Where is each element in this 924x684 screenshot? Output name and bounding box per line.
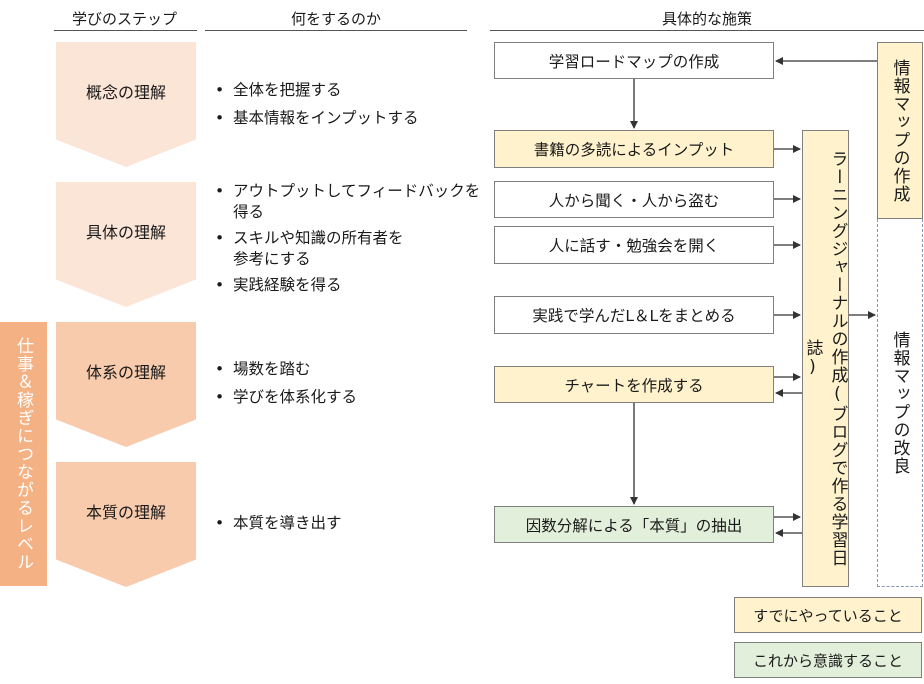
info-map-improve-box: 情報マップの改良 — [877, 219, 923, 587]
bullet-marker: • — [215, 182, 225, 200]
header-measures-underline — [490, 30, 924, 31]
list-item: • 基本情報をインプットする — [215, 108, 475, 129]
bullet-marker: • — [215, 387, 225, 406]
step-chevron-essence: 本質の理解 — [56, 462, 196, 587]
measure-talk-study-group: 人に話す・勉強会を開く — [494, 226, 774, 264]
header-steps-underline — [54, 30, 197, 31]
header-measures: 具体的な施策 — [661, 10, 752, 28]
bullet-marker: • — [215, 108, 225, 127]
list-item: • 場数を踏む — [215, 359, 475, 380]
measure-learn-from-people: 人から聞く・人から盗む — [494, 181, 774, 218]
bullet-list-system: • 場数を踏む • 学びを体系化する — [215, 359, 475, 408]
list-item: • 実践経験を得る — [215, 275, 485, 296]
list-item: • 学びを体系化する — [215, 387, 475, 408]
measure-summarize-ll: 実践で学んだL＆Lをまとめる — [494, 296, 774, 334]
bullet-marker: • — [215, 275, 225, 294]
measure-factor-essence: 因数分解による「本質」の抽出 — [494, 506, 774, 543]
step-label: 本質の理解 — [85, 502, 166, 522]
list-item-text: スキルや知識の所有者を 参考にする — [233, 228, 404, 268]
step-label: 具体の理解 — [85, 222, 166, 242]
list-item: • 全体を把握する — [215, 80, 475, 101]
measure-create-chart: チャートを作成する — [494, 366, 774, 403]
header-steps: 学びのステップ — [71, 10, 177, 28]
list-item: • スキルや知識の所有者を 参考にする — [215, 228, 485, 270]
step-label: 概念の理解 — [85, 82, 166, 102]
list-item-text: 本質を導き出す — [233, 514, 342, 532]
list-item: • 本質を導き出す — [215, 513, 475, 534]
step-chevron-system: 体系の理解 — [56, 322, 196, 447]
bullet-marker: • — [215, 81, 225, 99]
info-map-create-box: 情報マップの作成 — [877, 42, 923, 219]
list-item-text: 実践経験を得る — [233, 275, 342, 294]
list-item-text: 全体を把握する — [233, 81, 342, 99]
learning-journal-box: ラーニングジャーナルの作成(ブログで作る学習日誌) — [802, 130, 849, 587]
list-item-text: 基本情報をインプットする — [233, 108, 419, 127]
bullet-list-concrete: •アウトプットしてフィードバックを 得る •スキルや知識の所有者を 参考にする … — [215, 181, 485, 296]
header-what-underline — [205, 30, 467, 31]
bullet-marker: • — [215, 360, 225, 378]
legend-todo: これから意識すること — [734, 642, 922, 678]
header-what: 何をするのか — [290, 10, 381, 28]
bullet-marker: • — [215, 228, 225, 247]
legend-done: すでにやっていること — [734, 597, 922, 633]
step-chevron-concept: 概念の理解 — [56, 42, 196, 167]
bullet-list-essence: • 本質を導き出す — [215, 513, 475, 534]
step-label: 体系の理解 — [85, 362, 166, 382]
bullet-list-concept: • 全体を把握する • 基本情報をインプットする — [215, 80, 475, 129]
step-chevron-concrete: 具体の理解 — [56, 182, 196, 307]
list-item-text: 学びを体系化する — [233, 387, 358, 406]
list-item-text: 場数を踏む — [233, 360, 311, 378]
measure-roadmap: 学習ロードマップの作成 — [494, 42, 774, 79]
measure-book-input: 書籍の多読によるインプット — [494, 130, 774, 168]
list-item-text: アウトプットしてフィードバックを 得る — [233, 182, 481, 221]
list-item: • アウトプットしてフィードバックを 得る — [215, 181, 485, 223]
bullet-marker: • — [215, 514, 225, 532]
level-bar: 仕事＆稼ぎにつながるレベル — [0, 322, 47, 586]
